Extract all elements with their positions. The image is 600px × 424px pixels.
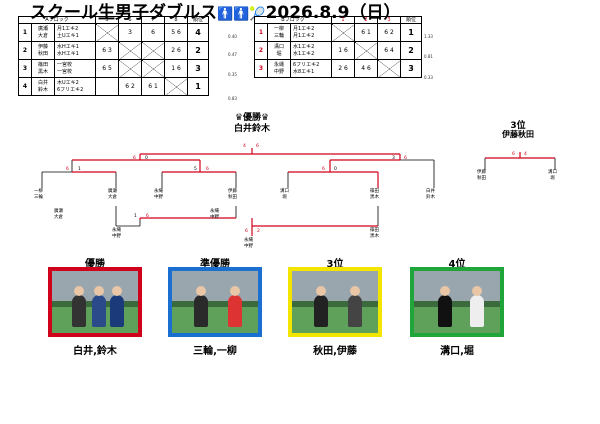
score-label: 1 xyxy=(134,214,137,219)
crown-icon: ♛ xyxy=(234,113,243,123)
champion-label: ♛優勝♛ xyxy=(234,113,270,123)
photo-rank-label: 4位 xyxy=(448,259,466,270)
rank-value: 3 xyxy=(400,59,422,78)
runner-up-photo xyxy=(168,267,262,337)
score-label: 6 xyxy=(512,152,515,157)
score-label: 6 xyxy=(322,167,325,172)
third-player: 伊藤秋田 xyxy=(477,170,486,181)
ratio-value: 0.83 xyxy=(228,96,237,101)
photo-caption: 白井,鈴木 xyxy=(73,346,117,357)
bracket-player: 篠田黒木 xyxy=(370,189,379,200)
champion-names: 白井鈴木 xyxy=(233,124,270,134)
ratio-value: 1.33 xyxy=(424,34,433,39)
score-label: 6 xyxy=(256,144,259,149)
score-cell xyxy=(164,77,188,96)
bracket-player: 白井鈴木 xyxy=(426,189,435,200)
score-label: 4 xyxy=(524,152,527,157)
score-cell xyxy=(377,59,401,78)
score-cell xyxy=(141,41,165,60)
consol-player: 永縄中野 xyxy=(112,228,121,239)
winner-photo xyxy=(48,267,142,337)
team-names: 溝口堀 xyxy=(267,41,291,60)
third-names: 伊藤秋田 xyxy=(502,130,534,139)
bracket-player: 伊藤秋田 xyxy=(228,189,237,200)
photo-rank-label: 優勝 xyxy=(85,259,105,270)
photo-caption: 溝口,堀 xyxy=(440,346,474,357)
photo-rank-label: 3位 xyxy=(326,259,344,270)
ratio-value: 0.47 xyxy=(228,52,237,57)
score-label: 6 xyxy=(133,156,136,161)
score-label: 6 xyxy=(66,167,69,172)
ratio-value: 0.81 xyxy=(424,54,433,59)
score-label: 0 xyxy=(334,167,337,172)
score-label: 6 xyxy=(206,167,209,172)
photo-caption: 三輪,一柳 xyxy=(193,346,237,357)
bracket-player: 廣瀬大倉 xyxy=(108,189,117,200)
bracket-player: 一柳三輪 xyxy=(34,189,43,200)
photo-caption: 秋田,伊藤 xyxy=(313,346,357,357)
score-label: 6 xyxy=(404,156,407,161)
score-label: 4 xyxy=(243,144,246,149)
bracket-player: 永縄中野 xyxy=(154,189,163,200)
score-cell xyxy=(354,41,378,60)
bracket-player: 溝口堀 xyxy=(280,189,289,200)
ratio-value: 0.40 xyxy=(228,34,237,39)
third-label: 3位 xyxy=(510,121,526,131)
third-player: 溝口堀 xyxy=(548,170,557,181)
third-photo xyxy=(288,267,382,337)
score-label: 6 xyxy=(245,229,248,234)
consol-player: 永縄中野 xyxy=(244,238,253,249)
score-cell: 4 6 xyxy=(354,59,378,78)
score-label: 0 xyxy=(145,156,148,161)
photo-rank-label: 準優勝 xyxy=(200,259,230,270)
crown-icon: ♛ xyxy=(261,113,270,123)
rank-value: 1 xyxy=(187,77,209,96)
score-label: 5 xyxy=(194,167,197,172)
ratio-value: 0.33 xyxy=(424,75,433,80)
consol-player: 廣瀬大倉 xyxy=(54,209,63,220)
score-label: 2 xyxy=(257,229,260,234)
score-cell: 1 6 xyxy=(164,59,188,78)
consol-player: 永縄中野 xyxy=(210,209,219,220)
player-icons: 🚹🚹🎾 xyxy=(217,7,266,22)
score-cell xyxy=(141,59,165,78)
score-label: 3 xyxy=(392,156,395,161)
consol-player: 篠田黒木 xyxy=(370,228,379,239)
ratio-value: 0.35 xyxy=(228,72,237,77)
score-label: 6 xyxy=(146,214,149,219)
score-cell xyxy=(118,41,142,60)
fourth-photo xyxy=(410,267,504,337)
score-label: 1 xyxy=(78,167,81,172)
